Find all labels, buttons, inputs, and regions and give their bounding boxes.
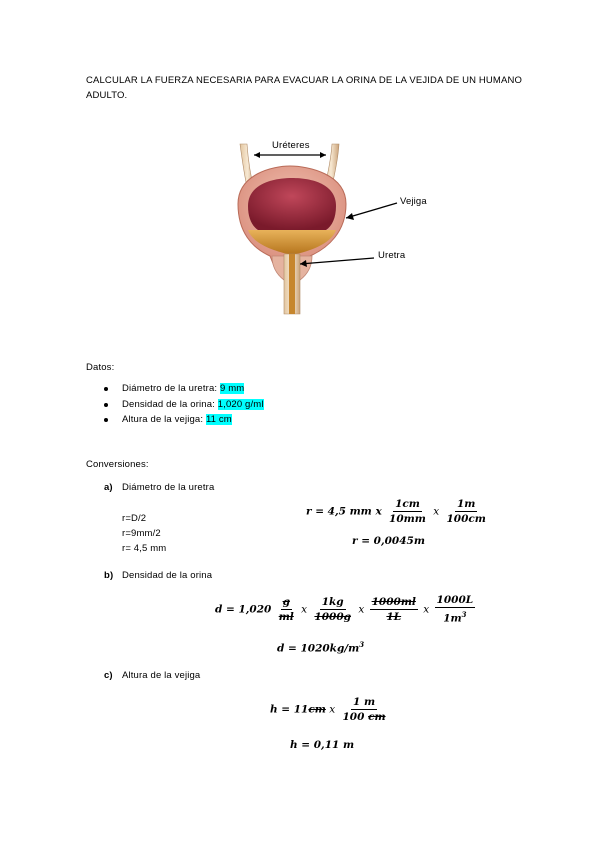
bullet-icon xyxy=(104,418,108,422)
conversiones-heading: Conversiones: xyxy=(86,459,149,470)
eq-term: r = 4,5 mm x xyxy=(306,505,382,518)
datos-item-value: 11 cm xyxy=(205,414,232,425)
datos-item-value: 1,020 g/ml xyxy=(217,398,264,410)
datos-item-label: Densidad de la orina: xyxy=(122,398,218,410)
eq-term: d = 1,020 xyxy=(215,603,272,616)
equation-a-2: r = 0,0045m xyxy=(352,535,425,547)
section-b-title: Densidad de la orina xyxy=(122,570,213,581)
step-line: r=9mm/2 xyxy=(122,528,161,539)
section-c-title: Altura de la vejiga xyxy=(122,670,201,681)
label-vejiga: Vejiga xyxy=(400,196,427,207)
bullet-icon xyxy=(104,402,108,407)
section-b-marker: b) xyxy=(104,570,114,581)
eq-operator: x xyxy=(433,505,440,518)
section-a-title: Diámetro de la uretra xyxy=(122,482,215,493)
eq-operator: x xyxy=(423,603,430,616)
eq-term: h = 11 xyxy=(270,703,309,716)
datos-heading: Datos: xyxy=(86,362,115,373)
eq-operator: x xyxy=(329,703,336,716)
section-c-marker: c) xyxy=(104,670,113,681)
eq-exponent: 3 xyxy=(359,640,365,649)
datos-item-label: Diámetro de la uretra: xyxy=(122,383,220,394)
section-a-marker: a) xyxy=(104,482,113,493)
page-title: CALCULAR LA FUERZA NECESARIA PARA EVACUA… xyxy=(86,73,522,103)
bullet-icon xyxy=(104,387,108,391)
eq-term-cancelled: cm xyxy=(308,703,326,716)
step-line: r=D/2 xyxy=(122,513,147,524)
datos-item: Densidad de la orina: 1,020 g/ml xyxy=(104,398,404,415)
equation-c-2: h = 0,11 m xyxy=(290,739,355,751)
label-uretra: Uretra xyxy=(378,250,406,261)
datos-item-label: Altura de la vejiga: xyxy=(122,414,206,425)
datos-item: Altura de la vejiga: 11 cm xyxy=(104,414,404,430)
datos-item-value: 9 mm xyxy=(219,383,245,394)
section-a-steps: r=D/2 r=9mm/2 r= 4,5 mm xyxy=(122,511,166,556)
title-line-1: CALCULAR LA FUERZA NECESARIA PARA EVACUA… xyxy=(86,75,523,86)
datos-item: Diámetro de la uretra: 9 mm xyxy=(104,383,404,399)
title-line-2: ADULTO. xyxy=(86,90,128,101)
step-line: r= 4,5 mm xyxy=(122,543,167,554)
eq-term: d = 1020kg/m xyxy=(277,642,360,655)
eq-operator: x xyxy=(358,603,365,616)
eq-operator: x xyxy=(301,603,308,616)
bladder-illustration xyxy=(237,143,398,315)
label-ureteres: Uréteres xyxy=(272,140,310,151)
bladder-figure: Uréteres Vejiga Uretra xyxy=(228,134,444,324)
datos-list: Diámetro de la uretra: 9 mm Densidad de … xyxy=(104,383,404,430)
equation-b-2: d = 1020kg/m3 xyxy=(277,640,364,655)
